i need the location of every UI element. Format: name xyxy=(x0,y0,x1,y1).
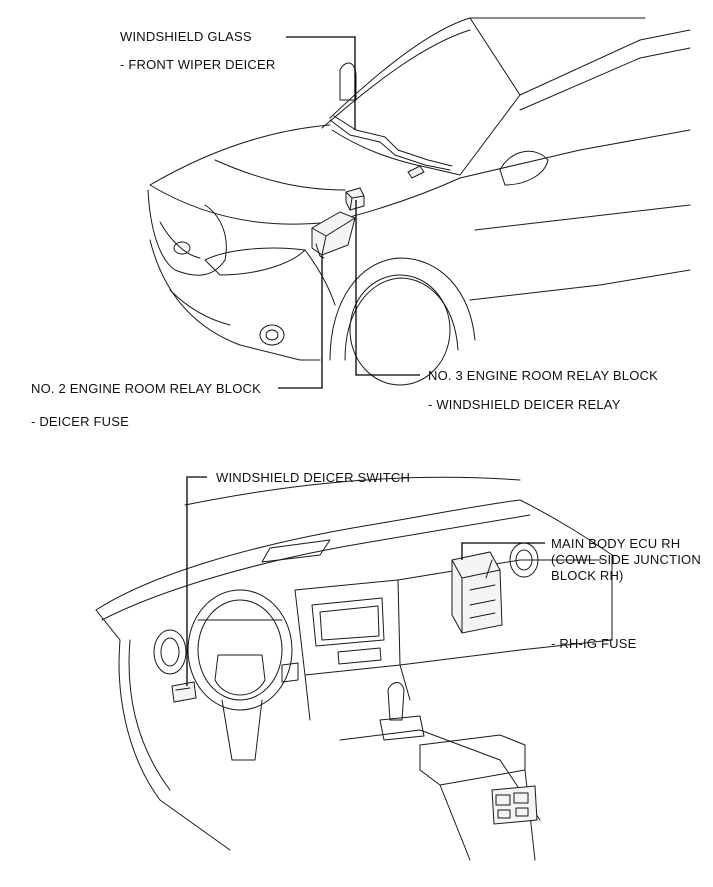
label-front-wiper-deicer: - FRONT WIPER DEICER xyxy=(120,57,276,72)
label-no2-engine-room-relay-block: NO. 2 ENGINE ROOM RELAY BLOCK xyxy=(31,381,261,396)
label-windshield-deicer-switch: WINDSHIELD DEICER SWITCH xyxy=(216,470,411,485)
no2-engine-room-relay-block-part xyxy=(311,211,356,259)
main-body-ecu-rh-part xyxy=(451,551,503,634)
label-deicer-fuse: - DEICER FUSE xyxy=(31,414,129,429)
label-block-rh: BLOCK RH) xyxy=(551,568,624,583)
car-exterior-drawing xyxy=(147,17,691,386)
label-rh-ig-fuse: - RH-IG FUSE xyxy=(551,636,637,651)
leader-lines-bottom xyxy=(186,476,545,686)
wiper-deicer-connector xyxy=(407,165,425,179)
label-main-body-ecu-rh: MAIN BODY ECU RH xyxy=(551,536,681,551)
instrument-panel-drawing xyxy=(95,476,613,861)
label-windshield-glass: WINDSHIELD GLASS xyxy=(120,29,252,44)
leader-lines-top xyxy=(278,36,420,389)
no3-engine-room-relay-block-part xyxy=(345,187,365,211)
label-no3-engine-room-relay-block: NO. 3 ENGINE ROOM RELAY BLOCK xyxy=(428,368,658,383)
label-cowl-side-junction: (COWL SIDE JUNCTION xyxy=(551,552,701,567)
windshield-deicer-switch-part xyxy=(171,681,197,703)
label-windshield-deicer-relay: - WINDSHIELD DEICER RELAY xyxy=(428,397,621,412)
